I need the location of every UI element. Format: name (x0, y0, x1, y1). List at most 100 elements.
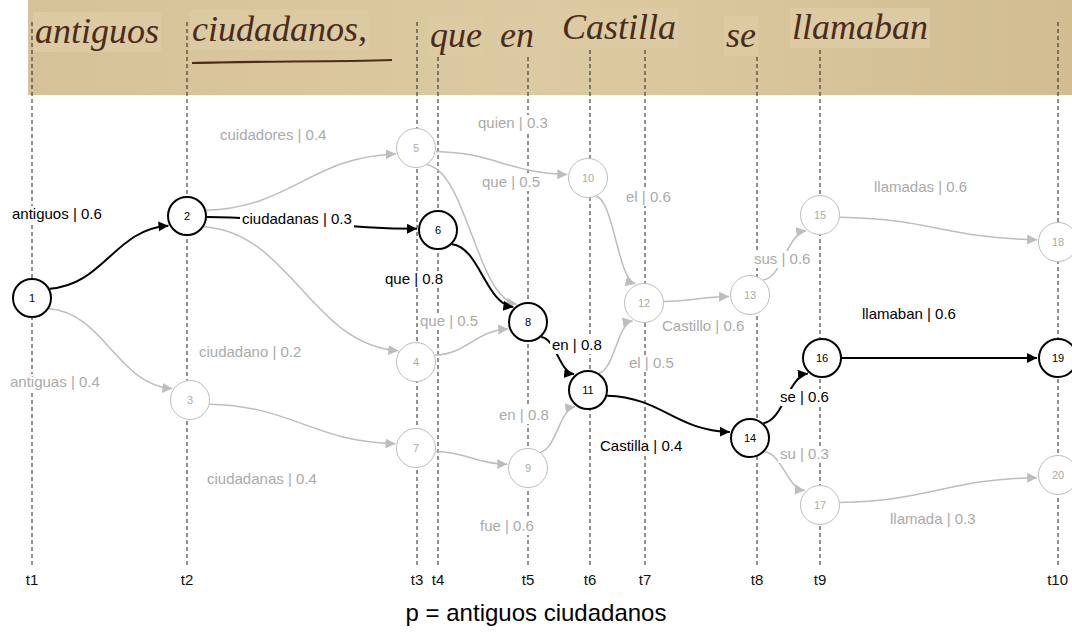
arc-label: quien | 0.3 (476, 115, 550, 132)
lattice-node: 19 (1038, 338, 1072, 378)
arc-label: antiguas | 0.4 (8, 374, 102, 391)
lattice-arc (664, 297, 729, 302)
node-number: 3 (187, 395, 193, 406)
lattice-arc (596, 196, 635, 284)
arc-label: que | 0.8 (383, 271, 445, 288)
lattice-node: 17 (800, 485, 840, 525)
node-number: 4 (413, 357, 419, 368)
lattice-node: 16 (802, 338, 842, 378)
arc-label: Castilla | 0.4 (598, 438, 684, 455)
node-number: 11 (582, 385, 593, 396)
lattice-node: 8 (508, 302, 548, 342)
time-label: t7 (638, 572, 653, 589)
lattice-node: 5 (396, 128, 436, 168)
lattice-arc (842, 357, 1037, 359)
lattice-arc (204, 227, 398, 351)
node-number: 2 (184, 211, 190, 222)
node-number: 13 (744, 290, 756, 301)
caption: p = antiguos ciudadanos (406, 600, 667, 626)
lattice-node: 6 (418, 210, 458, 250)
time-line (187, 22, 188, 568)
arc-label: ciudadanas | 0.3 (240, 211, 354, 228)
arc-label: que | 0.5 (480, 174, 542, 191)
lattice-node: 10 (568, 158, 608, 198)
time-line (590, 22, 591, 568)
node-number: 6 (435, 225, 441, 236)
handwritten-word: ciudadanos, (190, 10, 369, 50)
node-number: 7 (413, 443, 419, 454)
arc-label: que | 0.5 (418, 313, 480, 330)
time-label: t10 (1046, 572, 1069, 589)
paper-strip (28, 0, 1072, 95)
lattice-node: 7 (396, 428, 436, 468)
node-number: 18 (1052, 237, 1064, 248)
node-number: 17 (814, 500, 826, 511)
underline (192, 60, 392, 63)
lattice-arc (436, 151, 568, 174)
lattice-arc (210, 404, 396, 443)
arc-label: el | 0.6 (624, 189, 673, 206)
time-label: t4 (431, 572, 446, 589)
arc-label: sus | 0.6 (752, 251, 812, 268)
lattice-arc (50, 226, 169, 289)
lattice-node: 4 (396, 342, 436, 382)
lattice-arc (840, 217, 1037, 239)
arc-label: se | 0.6 (778, 389, 831, 406)
node-number: 8 (525, 317, 531, 328)
time-label: t8 (750, 572, 765, 589)
node-number: 14 (744, 433, 756, 444)
arc-label: llamaban | 0.6 (860, 306, 958, 323)
lattice-arc (436, 452, 508, 465)
lattice-arc (840, 478, 1037, 503)
arc-label: llamadas | 0.6 (872, 179, 969, 196)
node-number: 15 (814, 210, 826, 221)
time-label: t5 (521, 572, 536, 589)
handwritten-word: que (428, 16, 484, 56)
arc-label: antiguos | 0.6 (10, 206, 104, 223)
time-label: t1 (25, 572, 40, 589)
arc-label: fue | 0.6 (478, 518, 536, 535)
node-number: 12 (638, 298, 650, 309)
handwritten-word: se (724, 16, 758, 56)
lattice-arc (206, 154, 396, 210)
arc-label: llamada | 0.3 (888, 511, 978, 528)
arc-label: el | 0.5 (627, 355, 676, 372)
node-number: 9 (525, 463, 531, 474)
lattice-node: 3 (170, 380, 210, 420)
time-label: t2 (180, 572, 195, 589)
lattice-arc (452, 244, 513, 307)
arc-label: en | 0.8 (550, 337, 604, 354)
arc-label: Castillo | 0.6 (660, 318, 746, 335)
handwritten-word: en (498, 16, 536, 56)
lattice-node: 1 (12, 278, 52, 318)
arc-label: su | 0.3 (778, 446, 831, 463)
time-label: t6 (583, 572, 598, 589)
lattice-node: 2 (167, 196, 207, 236)
lattice-node: 20 (1038, 455, 1072, 495)
time-label: t9 (813, 572, 828, 589)
lattice-node: 18 (1038, 222, 1072, 262)
node-number: 5 (413, 143, 419, 154)
arc-label: cuidadores | 0.4 (218, 127, 328, 144)
handwritten-word: llamaban (790, 8, 930, 48)
lattice-node: 13 (730, 275, 770, 315)
lattice-arc (435, 329, 508, 355)
lattice-node: 12 (624, 283, 664, 323)
lattice-node: 11 (568, 370, 608, 410)
time-line (417, 22, 418, 568)
time-label: t3 (410, 572, 425, 589)
handwritten-word: Castilla (560, 8, 678, 48)
node-number: 20 (1052, 470, 1064, 481)
arc-label: en | 0.8 (497, 407, 551, 424)
handwritten-word: antiguos (33, 12, 161, 52)
time-line (438, 22, 439, 568)
arc-label: ciudadano | 0.2 (197, 344, 303, 361)
arc-label: ciudadanas | 0.4 (205, 471, 319, 488)
lattice-node: 14 (730, 418, 770, 458)
node-number: 10 (582, 173, 594, 184)
lattice-node: 9 (508, 448, 548, 488)
lattice-node: 15 (800, 195, 840, 235)
lattice-arc (607, 396, 730, 432)
node-number: 16 (816, 353, 828, 364)
node-number: 1 (29, 293, 35, 304)
